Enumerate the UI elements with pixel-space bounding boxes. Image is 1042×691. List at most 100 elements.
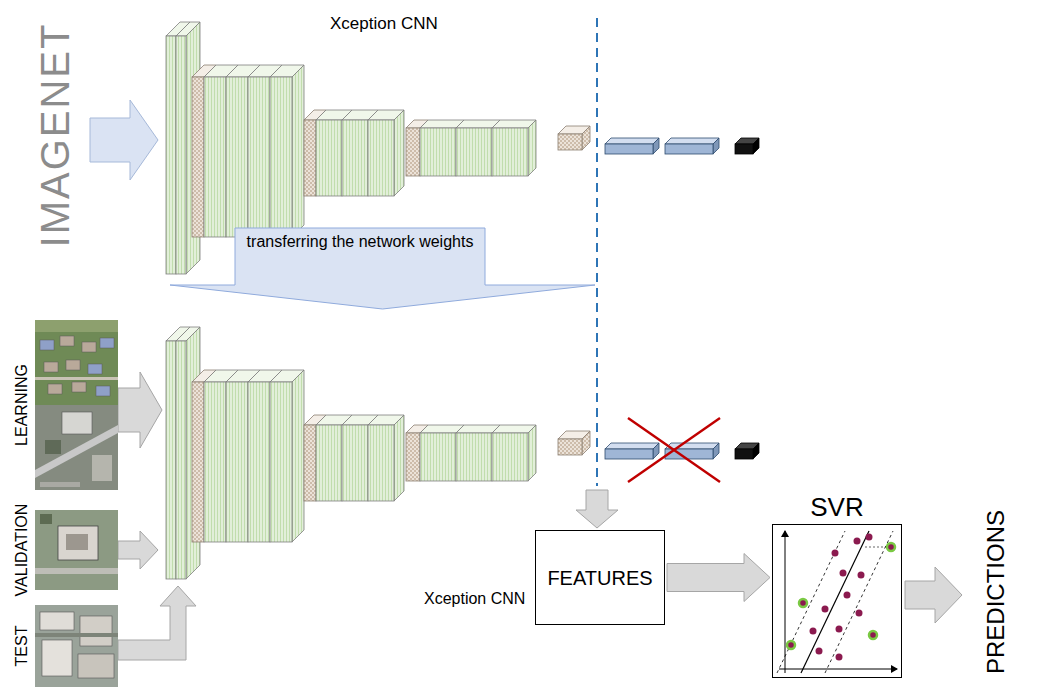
layer-side — [292, 370, 304, 542]
layer-top — [605, 443, 659, 449]
layer-side — [713, 138, 719, 154]
layer-front — [342, 425, 368, 501]
roof — [72, 382, 86, 392]
layer-front — [248, 382, 270, 542]
layer-side — [528, 425, 536, 481]
input-arrow — [118, 531, 158, 569]
layer-front — [492, 433, 528, 481]
network-name: Xception CNN — [424, 590, 525, 608]
layer-front — [270, 382, 292, 542]
aerial-image — [35, 605, 118, 687]
data-point — [810, 628, 817, 635]
layer-front — [166, 341, 176, 579]
building — [92, 455, 112, 481]
layer-side — [653, 138, 659, 154]
svr-block: SVR — [772, 492, 902, 678]
tree-patch — [40, 514, 52, 524]
aerial-image — [35, 510, 118, 590]
data-point — [836, 654, 843, 661]
margin-line — [825, 531, 893, 673]
layer-side — [653, 443, 659, 459]
road — [40, 482, 80, 487]
roof-detail — [66, 534, 88, 550]
image-ground — [35, 405, 118, 490]
layer-front — [456, 433, 492, 481]
layer-front — [192, 77, 204, 237]
layer-front — [176, 341, 186, 579]
input-arrow — [118, 372, 162, 448]
data-point — [854, 538, 861, 545]
layer-side — [753, 443, 759, 459]
dataset-label: VALIDATION — [13, 504, 31, 597]
data-point — [822, 606, 829, 613]
axis — [779, 669, 897, 670]
layer-side — [582, 126, 590, 150]
input-arrow — [118, 586, 196, 660]
layer-front — [304, 425, 316, 501]
flow-arrow — [667, 554, 770, 602]
roof — [100, 338, 114, 348]
plot-box — [772, 524, 902, 678]
layer-front — [735, 144, 753, 154]
shadow — [35, 633, 118, 637]
layer-front — [420, 128, 456, 176]
building — [42, 640, 72, 676]
road — [35, 568, 118, 574]
roof — [48, 384, 62, 394]
data-point — [856, 610, 863, 617]
layer-side — [394, 110, 404, 196]
building — [58, 526, 98, 560]
layer-front — [420, 433, 456, 481]
layer-front — [176, 36, 186, 274]
layer-side — [394, 415, 404, 501]
data-point — [832, 550, 839, 557]
data-point — [836, 626, 843, 633]
output-arrow — [905, 567, 962, 623]
layer-side — [713, 443, 719, 459]
network-name: Xception CNN — [330, 14, 438, 34]
svr-plot — [773, 525, 901, 677]
tree-patch — [45, 440, 61, 454]
building — [62, 412, 92, 434]
svr-heading: SVR — [772, 492, 902, 522]
image-ground — [35, 605, 118, 687]
layer-front — [558, 439, 582, 455]
input-arrow — [90, 100, 158, 180]
layer-front — [665, 144, 713, 154]
layer-front — [226, 382, 248, 542]
building — [80, 616, 112, 646]
data-point — [866, 534, 873, 541]
cut-line — [596, 18, 598, 486]
roof — [66, 360, 80, 370]
roof — [60, 336, 74, 346]
feature-arrow — [576, 490, 618, 528]
layer-front — [316, 425, 342, 501]
logo-text: IMAGENET — [32, 23, 78, 248]
aerial-image — [35, 405, 118, 490]
roof — [44, 362, 58, 372]
transfer-arrow: transferring the network weights — [170, 228, 595, 309]
layer-front — [558, 134, 582, 150]
arrow-text: transferring the network weights — [235, 232, 485, 252]
layer-top — [665, 138, 719, 144]
layer-front — [248, 77, 270, 237]
roof — [88, 364, 102, 374]
layer-front — [368, 120, 394, 196]
building — [78, 654, 114, 678]
layer-front — [456, 128, 492, 176]
output-label: PREDICTIONS — [982, 510, 1010, 674]
layer-side — [292, 65, 304, 237]
feature-box: FEATURES — [535, 530, 665, 625]
removed-cross — [628, 418, 720, 482]
layer-front — [270, 77, 292, 237]
image-ground — [35, 510, 118, 590]
margin-line — [777, 531, 845, 673]
roof — [96, 386, 110, 396]
axis — [785, 531, 786, 673]
layer-side — [528, 120, 536, 176]
building — [40, 612, 74, 630]
layer-side — [753, 138, 759, 154]
layer-side — [582, 431, 590, 455]
layer-front — [226, 77, 248, 237]
layer-front — [204, 77, 226, 237]
